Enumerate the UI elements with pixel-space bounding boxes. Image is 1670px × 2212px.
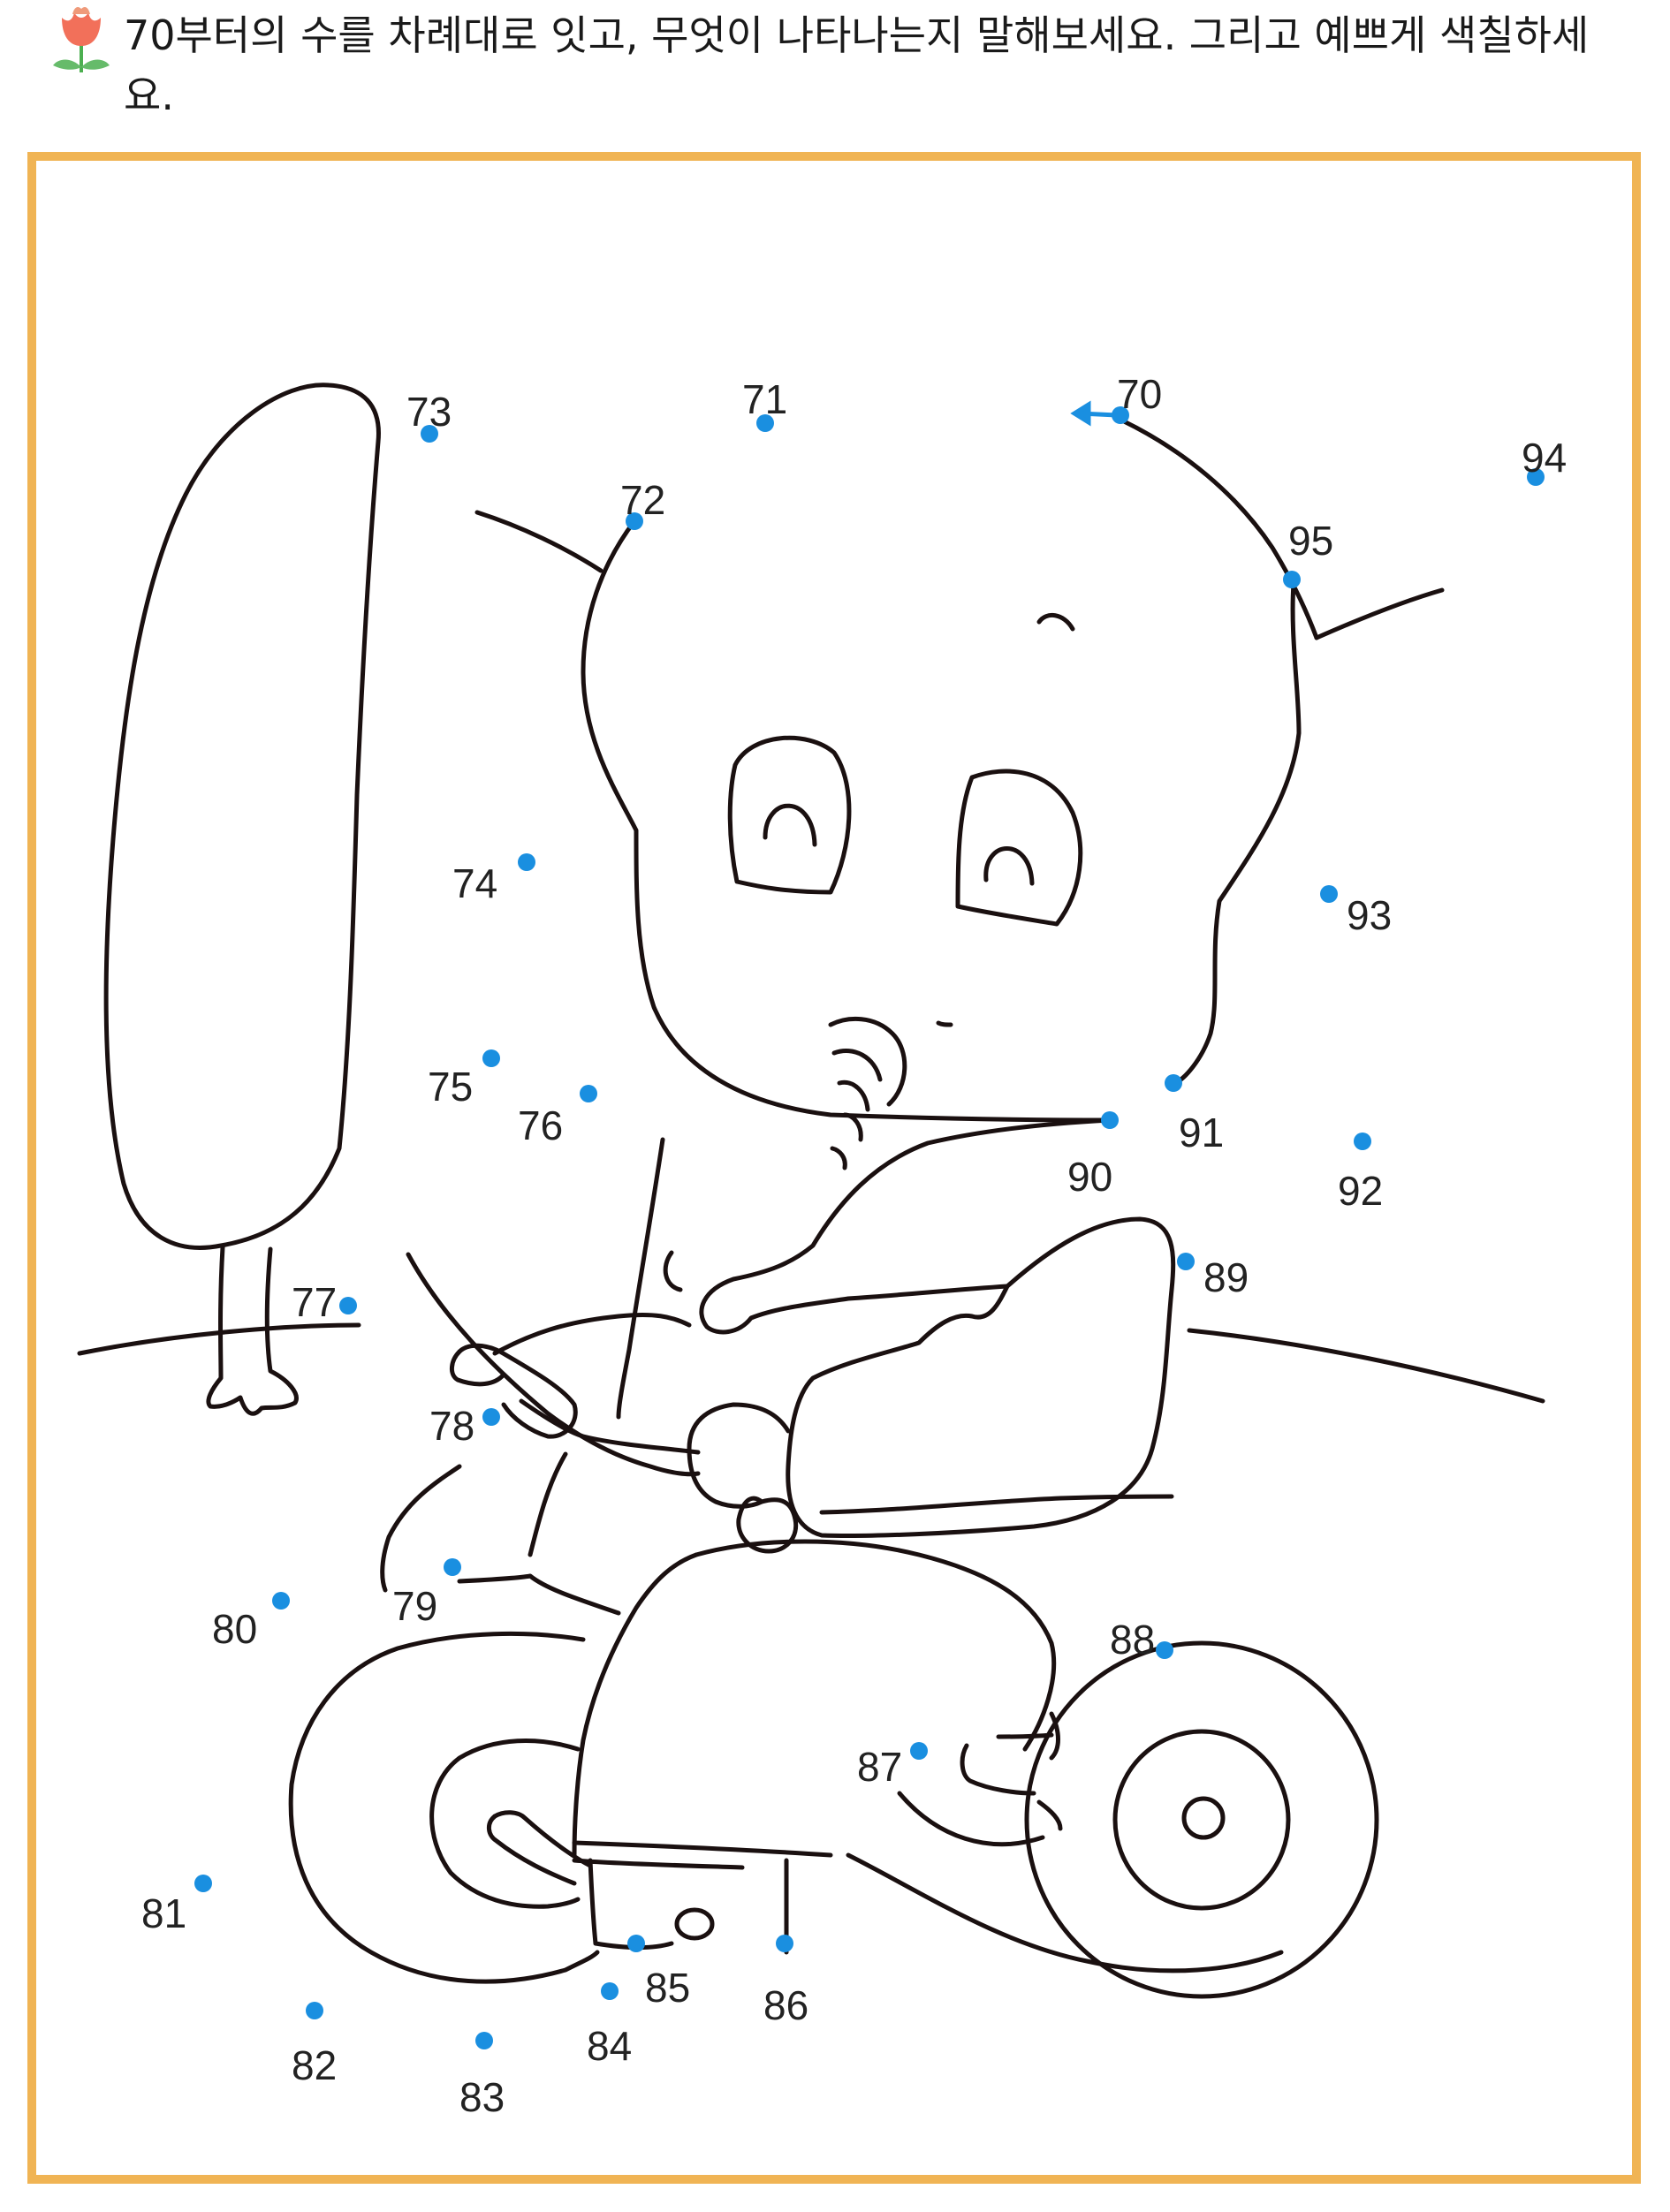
dot-label-95: 95 [1288,518,1333,564]
dot-91[interactable] [1165,1074,1182,1092]
dot-79[interactable] [444,1558,461,1576]
dot-93[interactable] [1320,885,1338,903]
dot-label-84: 84 [587,2023,632,2069]
dot-label-76: 76 [518,1102,563,1148]
dot-92[interactable] [1354,1133,1371,1150]
dot-label-78: 78 [429,1403,474,1449]
dot-83[interactable] [475,2032,493,2049]
dot-94[interactable] [1527,468,1545,486]
dot-label-90: 90 [1067,1154,1112,1200]
dot-label-93: 93 [1347,892,1392,938]
dot-87[interactable] [910,1742,928,1760]
ground-line-right [1187,1328,1545,1404]
instruction-row: 70부터의 수를 차례대로 잇고, 무엇이 나타나는지 말해보세요. 그리고 예… [44,0,1635,133]
dot-label-77: 77 [292,1279,337,1325]
dot-75[interactable] [482,1049,500,1067]
dot-label-72: 72 [620,477,665,523]
dot-73[interactable] [421,425,438,443]
instruction-text: 70부터의 수를 차례대로 잇고, 무엇이 나타나는지 말해보세요. 그리고 예… [124,11,1590,119]
dot-label-87: 87 [857,1744,902,1790]
dot-label-70: 70 [1117,371,1162,417]
start-arrow-icon [1070,400,1118,427]
dot-label-79: 79 [392,1583,437,1629]
dot-84[interactable] [601,1982,619,2000]
dot-90[interactable] [1101,1111,1119,1129]
tulip-icon [53,7,110,72]
dot-86[interactable] [776,1935,793,1952]
dot-74[interactable] [518,853,535,871]
tree-outline [103,383,381,1416]
dot-label-94: 94 [1522,435,1567,481]
dot-82[interactable] [306,2002,323,2019]
dot-85[interactable] [627,1935,645,1952]
dot-label-81: 81 [141,1890,186,1936]
dot-80[interactable] [272,1592,290,1610]
dot-76[interactable] [580,1085,597,1102]
dots-layer: 70 71 72 73 74 75 76 77 78 79 80 81 82 83 84 85 86 87 88 89… [141,371,1567,2120]
dot-label-80: 80 [212,1606,257,1652]
dot-label-75: 75 [428,1064,473,1110]
elephant-head-outline [474,418,1445,1335]
dot-label-85: 85 [645,1965,690,2011]
ground-line-left [77,1322,361,1356]
dot-label-71: 71 [742,376,787,422]
dot-label-88: 88 [1110,1617,1155,1663]
dot-77[interactable] [339,1297,357,1314]
dot-label-73: 73 [406,389,452,435]
dot-95[interactable] [1283,571,1301,588]
dot-78[interactable] [482,1408,500,1426]
dot-89[interactable] [1177,1253,1195,1270]
dot-label-86: 86 [763,1982,808,2028]
dot-label-91: 91 [1179,1110,1224,1155]
dot-71[interactable] [756,414,774,432]
elephant-body-outline [406,1137,1176,1554]
dot-88[interactable] [1156,1641,1173,1659]
dot-70[interactable] [1112,406,1129,424]
dot-label-82: 82 [292,2042,337,2088]
dot-label-83: 83 [459,2074,505,2120]
dot-72[interactable] [626,512,643,530]
dot-label-92: 92 [1338,1168,1383,1214]
motorcycle-outline [288,1343,1379,1999]
dot-label-89: 89 [1203,1254,1249,1300]
dot-label-74: 74 [452,860,497,906]
dot-81[interactable] [194,1875,212,1892]
